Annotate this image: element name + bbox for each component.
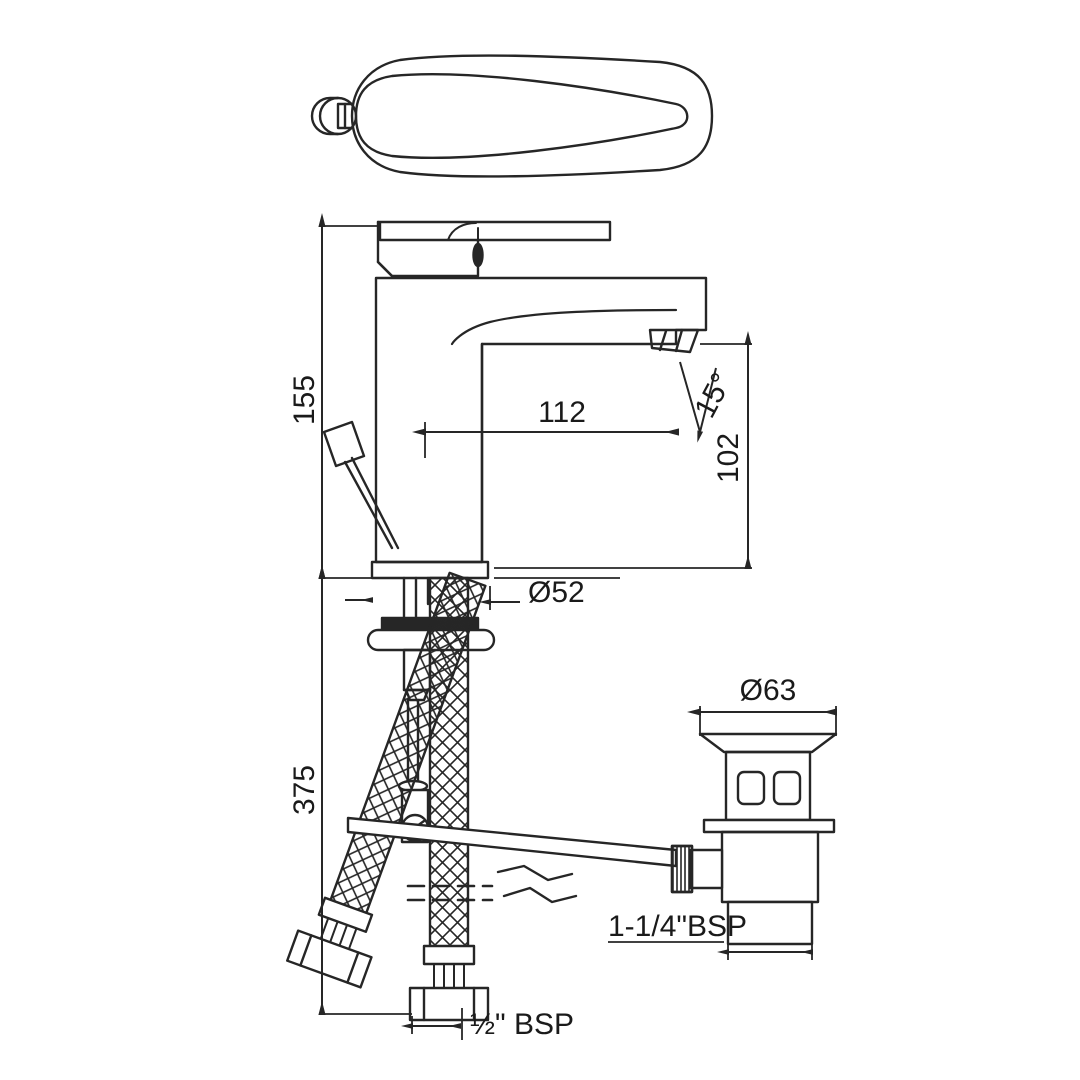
top-view-cap [310,96,340,136]
waste-mid-flange [702,818,836,834]
waste-slot-left [736,770,766,806]
dimension-112 [412,422,679,458]
lever-handle [376,220,612,242]
dimension-102-label: 102 [712,433,745,483]
dimension-dia63 [687,706,837,736]
top-view-pivot-circle [318,96,358,136]
front-elevation [286,220,708,1022]
dimension-155 [318,213,380,579]
dimension-dia52 [345,577,620,610]
dimension-375-label: 375 [288,765,321,815]
popup-knob [322,420,366,468]
dimension-waste-thread [608,941,813,960]
waste-barrel [720,830,820,904]
break-line-left [406,884,494,902]
handle-hub-boss [472,242,484,268]
popup-rod-a [343,460,394,550]
dimension-15deg [679,361,717,443]
dimension-102 [494,331,752,569]
dimension-375 [318,565,412,1015]
handle-hub-curve [447,222,477,241]
popup-lift-rod [346,816,678,868]
popup-pull-rod [322,420,400,550]
spout-inner-curve [450,308,678,346]
aerator [648,328,700,354]
hose-thread-left [433,963,465,991]
top-view-spout-outline [350,54,714,178]
dimension-112-label: 112 [538,396,586,429]
waste-flange [698,732,838,754]
waste-slot-right [772,770,802,806]
dimension-155-label: 155 [288,375,321,425]
waste-ball-rod-boss [670,844,724,894]
lever-handle-chamfer [376,260,394,278]
dimension-inlet-thread-label: ½" BSP [470,1008,574,1041]
under-deck-assembly [286,571,578,1022]
lever-handle-underside [376,220,480,278]
base-escutcheon [370,560,490,580]
top-view [310,54,714,178]
hose-end-right [286,896,374,989]
dimension-dia52-label: Ø52 [528,576,585,609]
popup-rod-b [350,456,400,550]
hose-ferrule-left [422,944,476,966]
dimension-waste-thread-label: 1-1/4"BSP [608,910,747,943]
top-view-handle-outline [354,73,689,159]
dimension-inlet-thread [401,1008,463,1040]
break-line-right [496,864,578,904]
dimension-dia63-label: Ø63 [740,674,797,707]
